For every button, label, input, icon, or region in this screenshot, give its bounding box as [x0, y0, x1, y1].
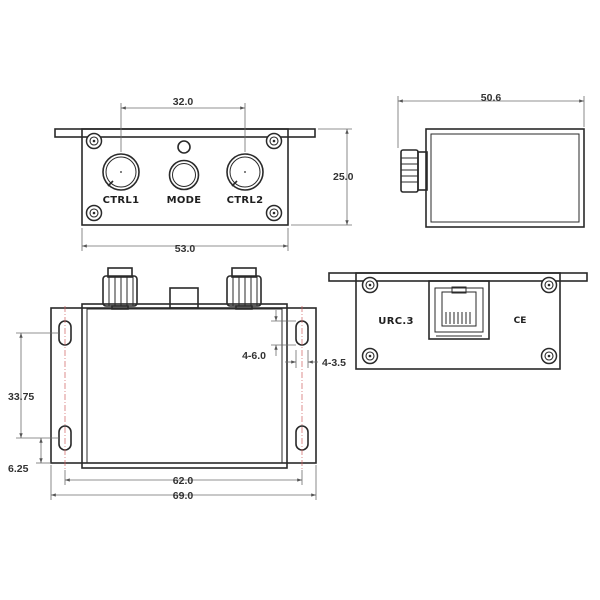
front-view: CTRL1 MODE CTRL2 32.0 53.0 25.0 — [54, 96, 354, 255]
svg-text:50.6: 50.6 — [481, 92, 502, 104]
port-label: URC.3 — [378, 316, 413, 327]
svg-text:53.0: 53.0 — [175, 243, 196, 255]
led-indicator — [177, 140, 191, 154]
front-screw-top-right — [265, 132, 283, 150]
svg-text:4-6.0: 4-6.0 — [242, 350, 266, 362]
side-connector — [400, 149, 428, 193]
ce-mark: CE — [514, 316, 527, 326]
top-connector-right — [226, 267, 262, 310]
mode-button — [168, 159, 200, 191]
top-view: 4-6.0 4-3.5 33.75 6.25 62.0 — [8, 267, 346, 502]
rear-screw-bottom-left — [361, 347, 379, 365]
dim-hole-pitch: 62.0 — [64, 470, 303, 487]
svg-text:33.75: 33.75 — [8, 391, 34, 403]
front-panel — [81, 128, 289, 226]
front-screw-bottom-left — [85, 204, 103, 222]
rear-view: URC.3 CE — [328, 272, 588, 370]
side-body — [425, 128, 585, 228]
dim-slot-offset: 6.25 — [8, 438, 51, 475]
top-mount-plate — [50, 307, 317, 464]
front-screw-top-left — [85, 132, 103, 150]
mount-slots — [58, 306, 309, 470]
svg-text:69.0: 69.0 — [173, 490, 194, 502]
svg-text:4-3.5: 4-3.5 — [322, 357, 346, 369]
svg-text:32.0: 32.0 — [173, 96, 194, 108]
dim-slot-length: 4-6.0 — [242, 310, 296, 362]
side-view: 50.6 — [397, 92, 585, 228]
rear-screw-top-right — [540, 276, 558, 294]
top-connector-left — [102, 267, 138, 310]
dim-front-width: 53.0 — [81, 228, 289, 255]
ctrl2-knob — [226, 153, 264, 191]
top-body — [81, 303, 288, 469]
svg-text:6.25: 6.25 — [8, 463, 29, 475]
dim-slot-pitch: 33.75 — [8, 332, 59, 439]
dim-front-height: 25.0 — [291, 128, 354, 226]
dim-overall-length: 69.0 — [50, 465, 317, 502]
ctrl1-label: CTRL1 — [103, 195, 140, 206]
dim-side-depth: 50.6 — [397, 92, 585, 148]
ctrl1-knob — [102, 153, 140, 191]
top-button-stub — [169, 287, 199, 309]
ctrl2-label: CTRL2 — [227, 195, 264, 206]
front-screw-bottom-right — [265, 204, 283, 222]
rj-jack — [428, 280, 490, 340]
rear-panel — [355, 272, 561, 370]
svg-text:62.0: 62.0 — [173, 475, 194, 487]
mode-label: MODE — [167, 195, 202, 206]
dim-slot-width: 4-3.5 — [285, 350, 346, 369]
svg-text:25.0: 25.0 — [333, 171, 354, 183]
rear-screw-top-left — [361, 276, 379, 294]
dim-knob-spacing: 32.0 — [120, 96, 246, 152]
rear-screw-bottom-right — [540, 347, 558, 365]
